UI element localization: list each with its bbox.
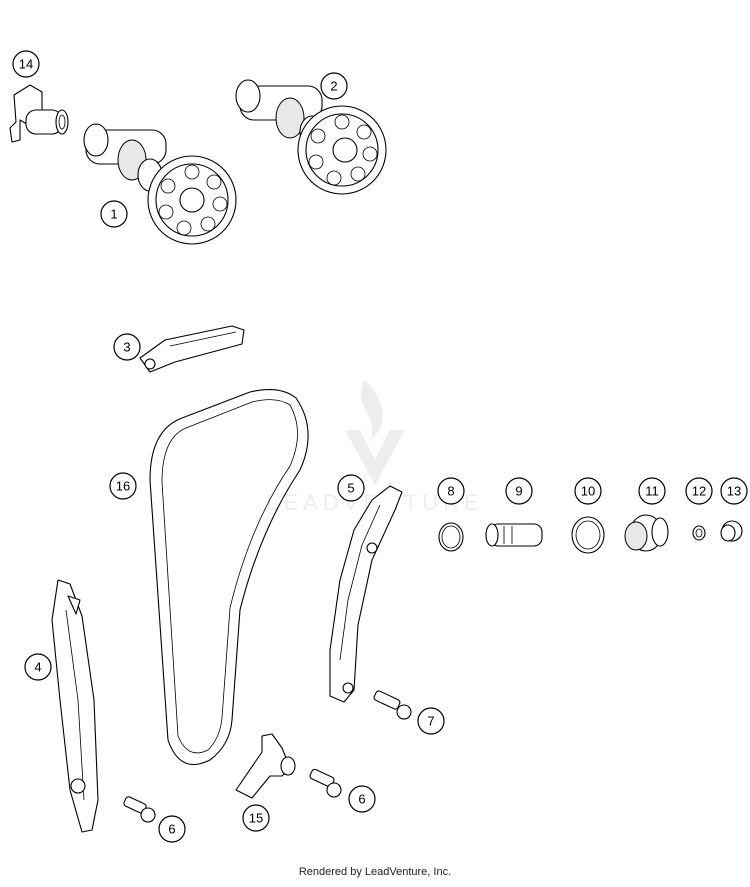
svg-text:12: 12 (692, 484, 706, 499)
part-7-bolt (373, 690, 412, 720)
callout-1: 1 (100, 200, 128, 228)
callout-5: 5 (337, 474, 365, 502)
callout-14: 14 (12, 50, 40, 78)
svg-text:6: 6 (358, 792, 365, 807)
callout-6-right: 6 (348, 785, 376, 813)
svg-text:3: 3 (123, 340, 130, 355)
part-14-sensor (9, 84, 69, 143)
svg-text:2: 2 (330, 79, 337, 94)
svg-text:7: 7 (427, 714, 434, 729)
part-16-timing-chain (149, 389, 309, 765)
svg-text:11: 11 (645, 484, 659, 499)
svg-text:5: 5 (347, 481, 354, 496)
svg-text:1: 1 (110, 207, 117, 222)
callout-7: 7 (417, 707, 445, 735)
part-5-tensioner-rail (329, 485, 403, 703)
callout-16: 16 (109, 472, 137, 500)
svg-text:10: 10 (581, 484, 595, 499)
part-6-bolt-right (309, 768, 342, 798)
part-3-guide-rail (139, 325, 245, 373)
callout-11: 11 (638, 477, 666, 505)
part-15-slide-rail (235, 733, 296, 799)
callout-2: 2 (320, 72, 348, 100)
svg-text:13: 13 (727, 484, 741, 499)
svg-text:4: 4 (34, 660, 41, 675)
part-12-o-ring (692, 525, 706, 541)
part-10-seal-ring (571, 516, 605, 554)
part-1-camshaft (83, 123, 237, 245)
part-11-screw-plug (624, 514, 669, 552)
part-8-seal-ring (438, 522, 464, 552)
callout-4: 4 (24, 653, 52, 681)
callout-3: 3 (113, 333, 141, 361)
svg-text:14: 14 (19, 57, 33, 72)
part-2-camshaft (235, 79, 387, 195)
svg-text:16: 16 (116, 479, 130, 494)
callout-10: 10 (574, 477, 602, 505)
part-4-guide-rail (51, 579, 99, 833)
callout-9: 9 (505, 477, 533, 505)
part-9-tensioner-piston (485, 523, 543, 547)
svg-text:8: 8 (447, 484, 454, 499)
callout-6-left: 6 (158, 815, 186, 843)
svg-text:9: 9 (515, 484, 522, 499)
render-credit: Rendered by LeadVenture, Inc. (298, 866, 452, 878)
callout-8: 8 (437, 477, 465, 505)
callout-12: 12 (685, 477, 713, 505)
part-13-plug (720, 520, 743, 542)
callout-13: 13 (720, 477, 748, 505)
part-6-bolt-left (123, 796, 156, 823)
svg-text:15: 15 (249, 811, 263, 826)
callout-15: 15 (242, 804, 270, 832)
svg-text:6: 6 (168, 822, 175, 837)
